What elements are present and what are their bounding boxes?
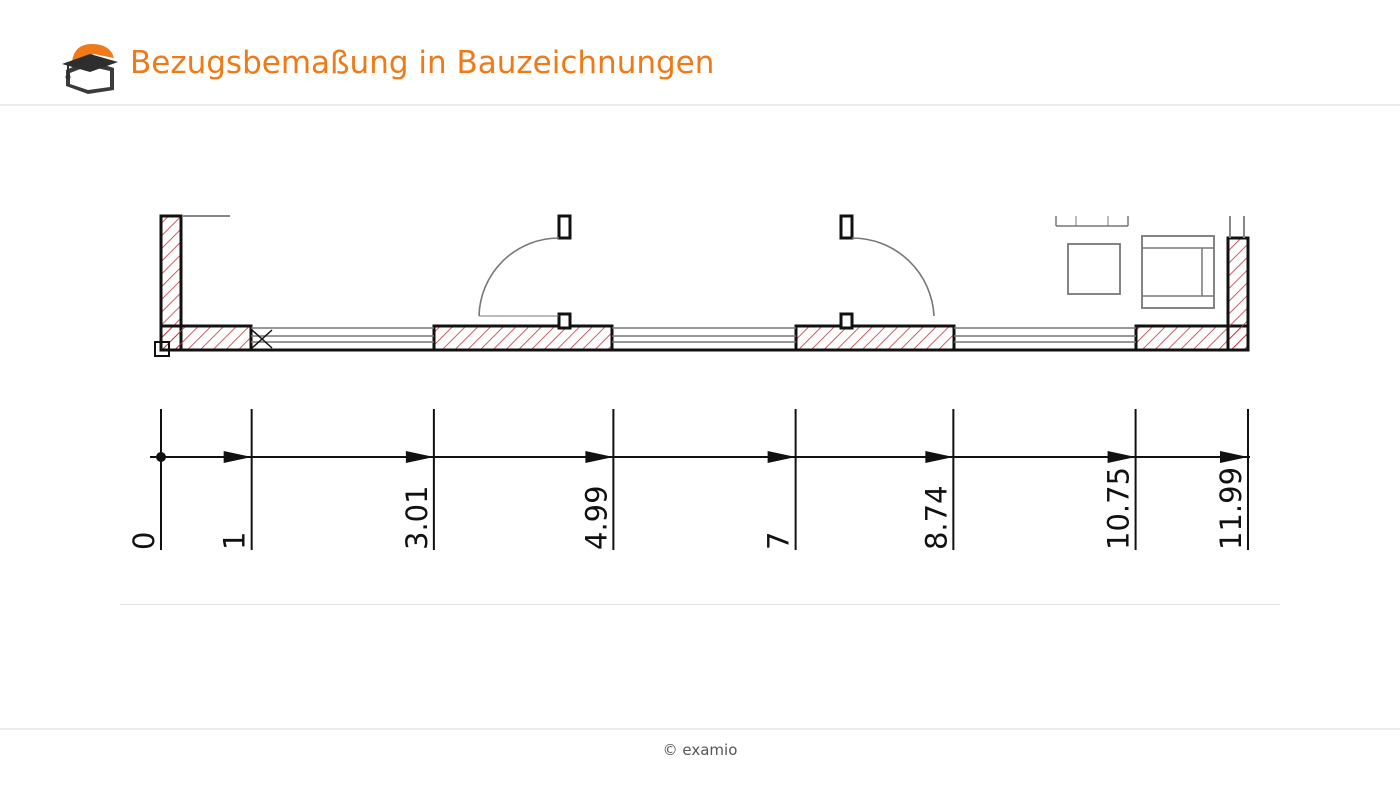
wall-segment (432, 324, 614, 352)
graduation-cap-book-icon (62, 44, 118, 94)
header: Bezugsbemaßung in Bauzeichnungen (0, 0, 1400, 106)
dimension-arrowhead (223, 451, 252, 463)
wall-segment-left (154, 214, 253, 357)
footer-divider (0, 728, 1400, 730)
floor-plan-drawing: 0 1 3.01 4.99 7 8.74 10.75 11.99 (127, 214, 1250, 550)
window-segment (954, 327, 1136, 352)
wall-segment-right (1134, 216, 1250, 352)
dimension-label: 0 (127, 532, 161, 550)
floor-plan (154, 214, 1250, 357)
footer-copyright: © examio (662, 741, 738, 759)
dimension-label: 11.99 (1214, 467, 1248, 550)
dimension-arrowhead (585, 451, 614, 463)
dimension-label: 4.99 (579, 485, 613, 550)
content-divider (120, 604, 1280, 605)
door-left (478, 214, 572, 330)
window-segment (612, 327, 796, 352)
furniture-armchair (1141, 235, 1215, 309)
dimension-label: 7 (762, 532, 796, 550)
window-segment (251, 327, 434, 352)
door-right (839, 214, 935, 330)
dimension-arrowhead (767, 451, 796, 463)
page-title: Bezugsbemaßung in Bauzeichnungen (130, 45, 715, 81)
dimension-label: 8.74 (919, 485, 953, 550)
furniture-table (1055, 216, 1129, 227)
dimension-label: 3.01 (400, 485, 434, 550)
dimension-arrowhead (1107, 451, 1136, 463)
wall-segment (794, 324, 956, 352)
dimension-arrowhead (1220, 451, 1248, 463)
dimension-arrowhead (925, 451, 954, 463)
dimension-chain: 0 1 3.01 4.99 7 8.74 10.75 11.99 (127, 409, 1250, 550)
dimension-label: 10.75 (1102, 467, 1136, 550)
furniture-stool (1067, 243, 1121, 295)
dimension-arrowhead (405, 451, 434, 463)
dimension-label: 1 (218, 532, 252, 550)
